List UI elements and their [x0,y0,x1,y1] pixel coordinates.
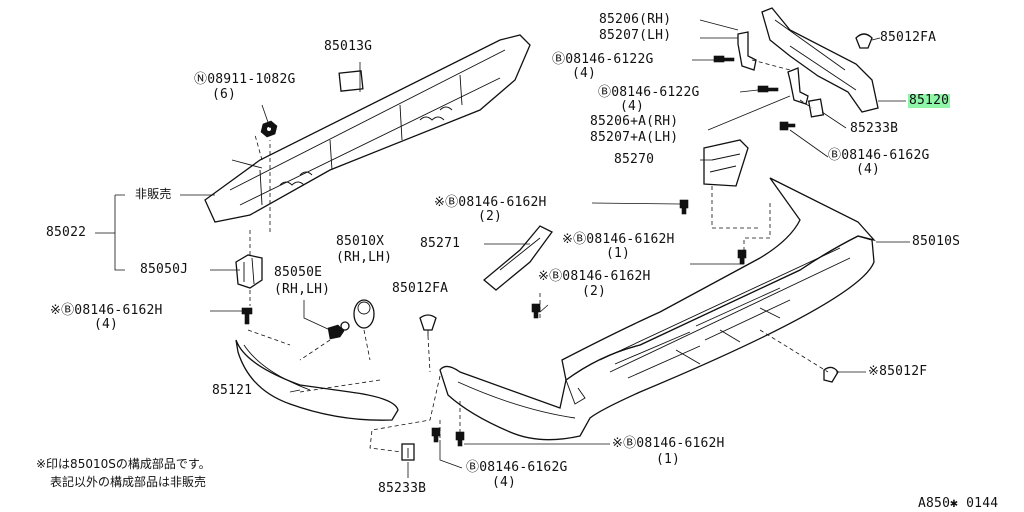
rubber-stop-icon [353,299,375,329]
clip-icon [327,321,350,340]
bolt-label-6162g-bottom: Ⓑ08146-6162G [466,460,568,475]
part-label-85012f: ※85012F [868,364,928,379]
note-line-1: ※印は85010Sの構成部品です。 [36,457,211,471]
bolt-qty-6162g-bottom: (4) [492,475,517,490]
part-label-85010s: 85010S [912,234,961,249]
bolt-label-6162h-4: ※Ⓑ08146-6162H [50,303,163,318]
bolt-label-6162h-3: ※Ⓑ08146-6162H [538,269,651,284]
bolt-label-6122g-1: Ⓑ08146-6122G [552,52,654,67]
not-sold-label: 非販売 [135,187,172,201]
bumper-reinforcement [204,34,531,223]
bolt-qty-6162h-4: (4) [94,317,119,332]
part-label-85233b-top: 85233B [850,121,899,136]
bolt-label-6122g-2: Ⓑ08146-6122G [598,85,700,100]
part-label-85121: 85121 [212,383,253,398]
part-label-85206a-rh: 85206+A(RH) [590,114,679,129]
bracket-icon [235,254,263,289]
clip-fa-icon [855,33,873,49]
clip-icon [401,443,415,461]
part-label-85050e: 85050E [274,265,323,280]
bolt-label-6162h-1: ※Ⓑ08146-6162H [562,232,675,247]
bracket-icon [787,67,809,105]
bracket-icon [737,31,757,71]
clip-fa-icon [419,314,437,336]
bolt-label-6162h-2: ※Ⓑ08146-6162H [434,195,547,210]
part-label-85050j: 85050J [140,262,189,277]
bolt-qty-6162h-5: (1) [656,452,681,467]
bolt-icon [757,85,779,93]
part-label-85271: 85271 [420,236,461,251]
bolt-icon [679,199,689,215]
part-side-85010x: (RH,LH) [336,250,393,265]
bolt-qty-6122g-1: (4) [572,66,597,81]
nut-label-1082g: Ⓝ08911-1082G [194,72,296,87]
part-label-85206-rh: 85206(RH) [599,12,672,27]
bolt-qty-6122g-2: (4) [620,99,645,114]
clip-icon [823,366,839,383]
bolt-qty-6162h-3: (2) [582,284,607,299]
bolt-qty-6162h-2: (2) [478,209,503,224]
bolt-icon [241,307,253,325]
part-label-85022: 85022 [46,225,87,240]
part-label-85233b-bottom: 85233B [378,481,427,496]
bolt-label-6162g-top: Ⓑ08146-6162G [828,148,930,163]
bolt-icon [431,427,441,443]
part-label-85207a-lh: 85207+A(LH) [590,130,679,145]
bolt-label-6162h-5: ※Ⓑ08146-6162H [612,436,725,451]
upper-right-extension [761,7,879,113]
part-label-85270: 85270 [614,152,655,167]
part-label-85012fa-mid: 85012FA [392,281,449,296]
bolt-qty-6162h-1: (1) [606,246,631,261]
part-label-85207-lh: 85207(LH) [599,28,672,43]
note-line-2: 表記以外の構成部品は非販売 [50,475,207,489]
stay-bracket [482,225,553,291]
bolt-icon [531,303,541,319]
part-label-85012fa-top: 85012FA [880,30,937,45]
part-label-85120: 85120 [908,93,951,108]
bolt-icon [779,121,796,131]
part-side-85050e: (RH,LH) [274,282,331,297]
label-plate [338,70,364,92]
nut-icon [260,120,278,138]
nut-qty-1082g: (6) [212,87,237,102]
bolt-icon [737,249,747,265]
bolt-icon [713,55,735,63]
diagram-ref-code: A850✱ 0144 [918,496,999,511]
rear-bumper-fascia [439,177,876,441]
side-cover [235,339,399,421]
part-label-85010x: 85010X [336,234,385,249]
stay-bracket [703,139,749,187]
bolt-qty-6162g-top: (4) [856,162,881,177]
clip-icon [807,98,825,118]
part-label-85013g: 85013G [324,39,373,54]
